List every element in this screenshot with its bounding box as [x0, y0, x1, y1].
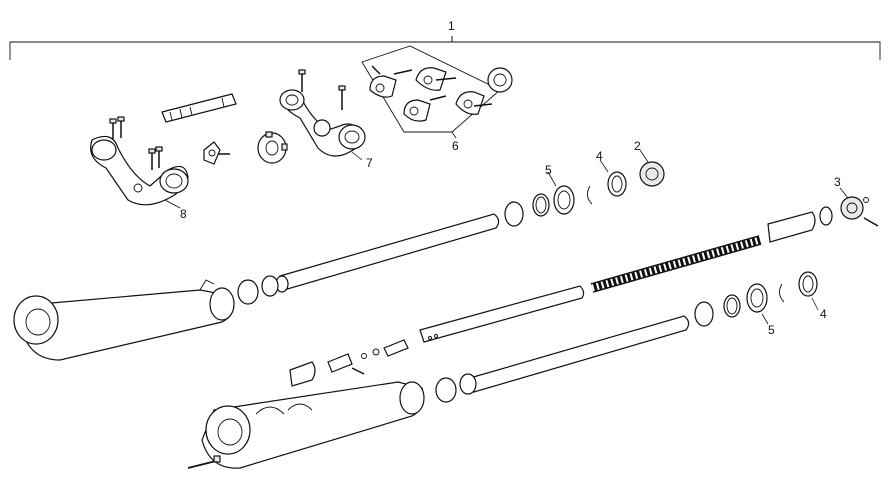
- spacer-tube: [767, 206, 833, 243]
- callout-7: 7: [366, 156, 373, 170]
- callout-5-bottom: 5: [768, 323, 775, 337]
- damper-parts: [289, 339, 409, 387]
- stem-clamp: [203, 141, 230, 165]
- fork-cap: [839, 187, 879, 227]
- lower-triple-clamp: [90, 116, 189, 209]
- callout-1: 1: [448, 19, 455, 33]
- top-nut: [487, 67, 513, 93]
- callout-4-top: 4: [596, 149, 603, 163]
- fork-spring: [590, 235, 762, 293]
- right-slider: [187, 381, 425, 469]
- assembly-bracket: [9, 36, 881, 60]
- lower-fork-tube: [435, 271, 819, 403]
- callout-5-top: 5: [545, 163, 552, 177]
- callout-3: 3: [834, 175, 841, 189]
- steering-stem: [161, 93, 237, 123]
- callout-4-bottom: 4: [820, 307, 827, 321]
- castle-nut: [257, 131, 288, 164]
- left-slider: [13, 279, 235, 361]
- callout-8: 8: [180, 207, 187, 221]
- handlebar-clamp-kit: [361, 45, 501, 139]
- callout-6: 6: [452, 139, 459, 153]
- upper-triple-clamp: [279, 69, 366, 161]
- upper-fork-tube: [237, 213, 500, 305]
- upper-seal-set: [504, 149, 665, 227]
- damper-rod: [419, 285, 585, 343]
- callout-2: 2: [634, 139, 641, 153]
